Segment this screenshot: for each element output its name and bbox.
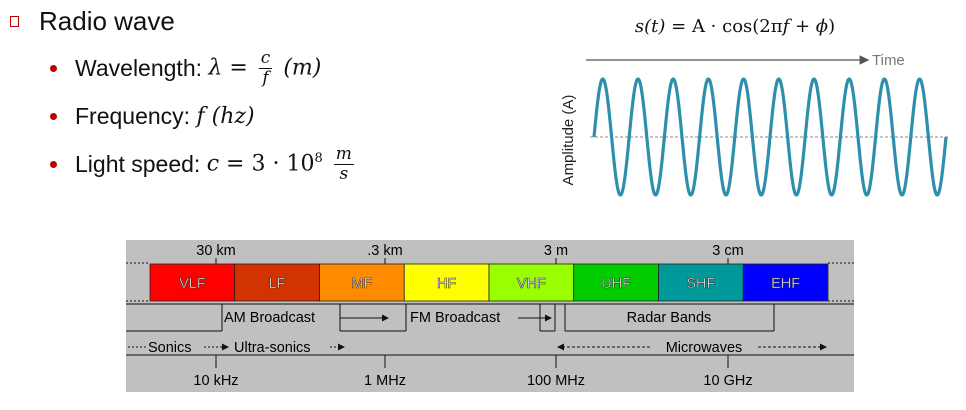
sonics-label: Sonics <box>148 340 192 356</box>
band-label-vhf: VHF <box>517 276 546 292</box>
am-broadcast-label: AM Broadcast <box>224 310 315 326</box>
frequency-tick-label: 10 kHz <box>193 373 238 389</box>
bullet-lightspeed: Light speed: c = 3 · 108 m s <box>50 140 358 188</box>
frequency-scale: 10 kHz 1 MHz 100 MHz 10 GHz <box>193 355 753 389</box>
frequency-label: Frequency: <box>75 102 191 129</box>
frequency-tick-label: 100 MHz <box>527 373 585 389</box>
frequency-tick-label: 1 MHz <box>364 373 406 389</box>
lambda-symbol: λ <box>208 55 223 80</box>
bullet-frequency: Frequency: f (hz) <box>50 92 358 140</box>
fraction-numerator: c <box>258 47 273 69</box>
formula-plus: + <box>789 16 816 37</box>
band-uhf <box>573 263 659 302</box>
bullet-wavelength: Wavelength: λ = c f (m) <box>50 44 358 92</box>
band-row: VLF LF MF HF VHF UHF SHF EHF <box>149 263 829 302</box>
frequency-tick-label: 10 GHz <box>703 373 752 389</box>
fm-broadcast-label: FM Broadcast <box>410 310 500 326</box>
bullet-dot-icon <box>50 112 57 120</box>
speed-value: 3 · 10 <box>251 151 315 176</box>
band-label-ehf: EHF <box>771 276 800 292</box>
formula-lhs: s(t) <box>634 16 666 37</box>
frequency-unit: (hz) <box>211 103 255 129</box>
radar-bands-label: Radar Bands <box>627 310 712 326</box>
equals-sign: = <box>229 55 248 80</box>
band-lf <box>234 263 320 302</box>
square-bullet-icon <box>10 15 19 27</box>
fraction-denominator: f <box>262 67 269 88</box>
speed-unit-fraction: m s <box>333 143 354 184</box>
band-vhf <box>488 263 575 302</box>
frequency-formula: f (hz) <box>196 104 254 129</box>
time-axis-label: Time <box>872 52 905 69</box>
frequency-symbol: f <box>196 103 205 129</box>
wavelength-unit: (m) <box>283 55 322 80</box>
signal-formula: s(t) = A · cos(2πf + ϕ) <box>590 16 880 37</box>
formula-middle: = A · cos(2π <box>665 16 783 37</box>
band-ehf <box>742 263 829 302</box>
bullet-dot-icon <box>50 64 57 72</box>
band-label-vlf: VLF <box>179 276 206 292</box>
band-hf <box>403 263 490 302</box>
wavelength-formula: λ = c f (m) <box>208 47 322 88</box>
wavelength-tick-label: 30 km <box>196 243 236 259</box>
band-label-lf: LF <box>269 276 286 292</box>
band-label-mf: MF <box>351 276 372 292</box>
ultrasonics-label: Ultra-sonics <box>234 340 311 356</box>
wavelength-tick-label: .3 km <box>367 243 402 259</box>
band-label-uhf: UHF <box>601 276 631 292</box>
microwaves-label: Microwaves <box>666 340 743 356</box>
wavelength-tick-label: 3 m <box>544 243 568 259</box>
band-shf <box>658 263 744 302</box>
equals-sign: = <box>226 151 245 176</box>
heading-text: Radio wave <box>39 5 175 36</box>
speed-exponent: 8 <box>314 150 323 166</box>
band-vlf <box>149 263 236 302</box>
sound-row: Sonics Ultra-sonics Microwaves <box>128 340 827 356</box>
bullet-dot-icon <box>50 160 57 168</box>
wavelength-label: Wavelength: <box>75 54 202 81</box>
lightspeed-formula: c = 3 · 108 m s <box>206 143 358 184</box>
fraction-numerator: m <box>333 143 354 165</box>
wavelength-scale: 30 km .3 km 3 m 3 cm <box>196 243 744 280</box>
formula-phase: ϕ <box>815 16 829 37</box>
band-label-hf: HF <box>437 276 456 292</box>
formula-frequency: f <box>782 16 790 37</box>
band-label-shf: SHF <box>686 276 715 292</box>
speed-symbol: c <box>206 151 220 176</box>
band-mf <box>319 263 405 302</box>
lightspeed-label: Light speed: <box>75 150 201 177</box>
sine-wave-line <box>592 77 948 197</box>
formula-close: ) <box>828 16 836 37</box>
wavelength-fraction: c f <box>258 47 273 88</box>
bullet-list: Wavelength: λ = c f (m) Frequency: f (hz… <box>50 44 358 188</box>
fraction-denominator: s <box>339 163 349 184</box>
amplitude-axis-label: Amplitude (A) <box>560 95 577 186</box>
wavelength-tick-label: 3 cm <box>712 243 743 259</box>
section-heading: Radio wave <box>10 4 175 38</box>
range-row: AM Broadcast FM Broadcast Radar Bands <box>126 304 775 332</box>
